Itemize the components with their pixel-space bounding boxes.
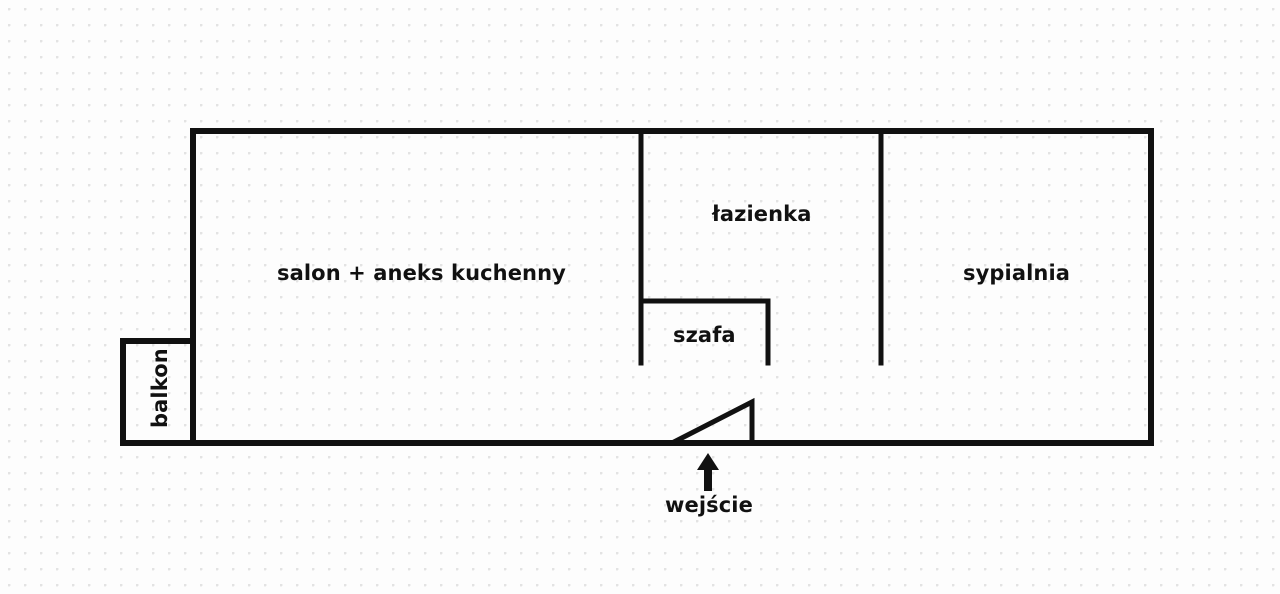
closet-wall	[638, 298, 771, 366]
room-label-sypialnia: sypialnia	[963, 261, 1071, 285]
room-label-szafa: szafa	[673, 323, 736, 347]
entrance-door-swing-icon	[670, 397, 755, 446]
room-label-salon: salon + aneks kuchenny	[277, 261, 566, 285]
room-label-balkon: balkon	[148, 348, 172, 428]
balcony-wall	[120, 338, 196, 446]
room-label-lazienka: łazienka	[712, 202, 812, 226]
entrance-label: wejście	[665, 493, 753, 517]
outer-wall	[120, 128, 1154, 446]
entrance-arrow-icon	[697, 453, 719, 491]
